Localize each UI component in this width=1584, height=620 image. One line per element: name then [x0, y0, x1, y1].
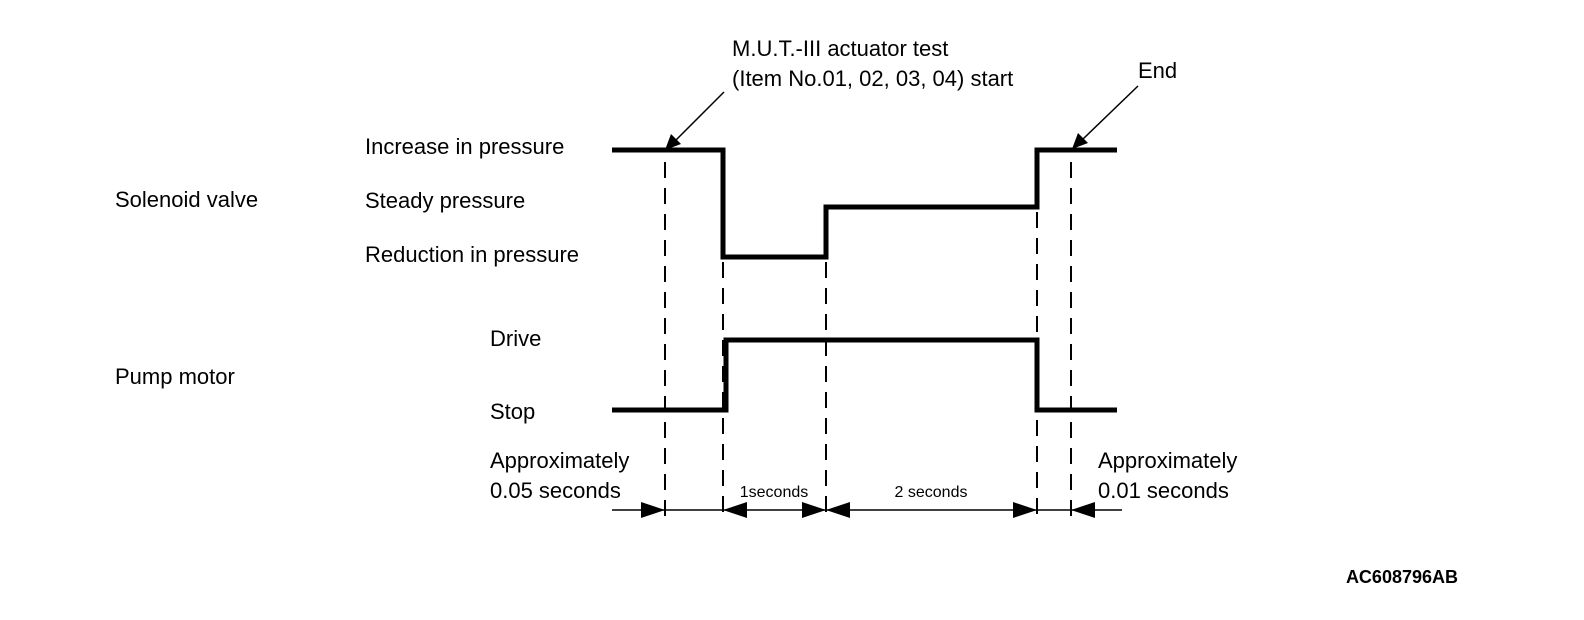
- start-pointer-line: [675, 91, 725, 141]
- level-increase-in-pressure: Increase in pressure: [365, 134, 564, 159]
- figure-code: AC608796AB: [1346, 567, 1458, 587]
- level-drive: Drive: [490, 326, 541, 351]
- end-pointer-line: [1082, 85, 1139, 140]
- second-interval-arrowhead-right: [1013, 502, 1037, 518]
- first-interval-arrowhead-right: [802, 502, 826, 518]
- start-pointer-arrowhead: [665, 134, 681, 150]
- left-interval-arrowhead: [641, 502, 665, 518]
- pump-motor-waveform: [612, 337, 1117, 413]
- left-interval-line1: Approximately: [490, 448, 629, 473]
- second-interval-label: 2 seconds: [895, 484, 968, 501]
- level-stop: Stop: [490, 399, 535, 424]
- first-interval-label: 1seconds: [740, 484, 809, 501]
- level-reduction-in-pressure: Reduction in pressure: [365, 242, 579, 267]
- second-interval-arrowhead-left: [826, 502, 850, 518]
- solenoid-valve-title: Solenoid valve: [115, 187, 258, 212]
- start-annotation-line1: M.U.T.-III actuator test: [732, 36, 948, 61]
- end-pointer-arrowhead: [1072, 133, 1088, 149]
- left-interval-line2: 0.05 seconds: [490, 478, 621, 503]
- right-interval-line2: 0.01 seconds: [1098, 478, 1229, 503]
- solenoid-valve-waveform: [612, 147, 1117, 260]
- first-interval-arrowhead-left: [723, 502, 747, 518]
- right-interval-arrowhead: [1071, 502, 1095, 518]
- start-annotation-line2: (Item No.01, 02, 03, 04) start: [732, 66, 1013, 91]
- right-interval-line1: Approximately: [1098, 448, 1237, 473]
- level-steady-pressure: Steady pressure: [365, 188, 525, 213]
- end-annotation: End: [1138, 58, 1177, 83]
- pump-motor-title: Pump motor: [115, 364, 235, 389]
